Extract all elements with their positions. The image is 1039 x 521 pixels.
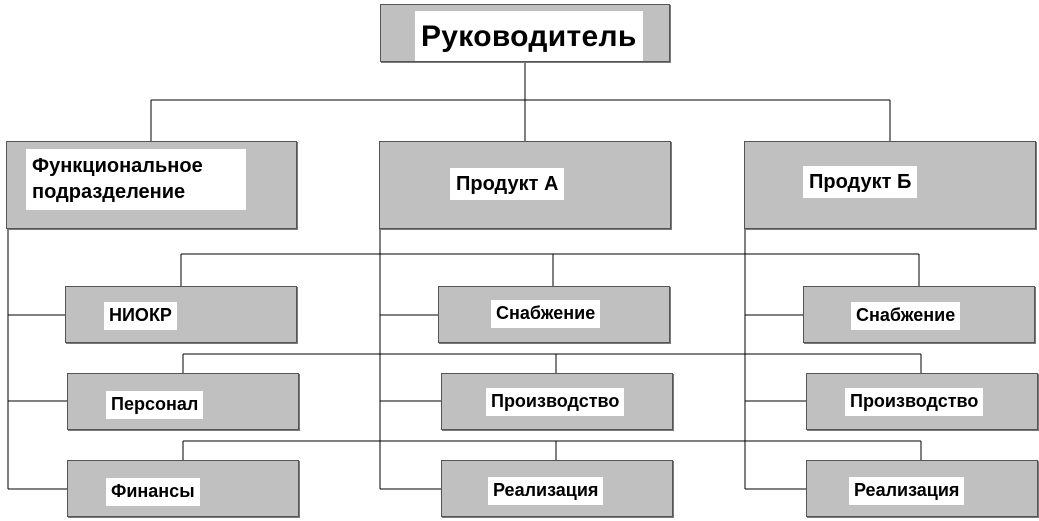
function-box-finance: Финансы — [67, 460, 299, 517]
product-b-sales-box: Реализация — [806, 460, 1038, 517]
function-box-personnel: Персонал — [67, 373, 299, 430]
product-a-supply-label: Снабжение — [491, 300, 601, 328]
functional-division-box: Функциональное подразделение — [6, 141, 297, 229]
product-b-supply-label: Снабжение — [851, 302, 961, 330]
function-label-rnd: НИОКР — [104, 302, 177, 330]
product-a-box: Продукт А — [379, 141, 671, 229]
product-a-sales-box: Реализация — [441, 460, 673, 517]
product-a-production-label: Производство — [486, 388, 625, 416]
product-b-box: Продукт Б — [744, 141, 1036, 229]
product-b-label: Продукт Б — [803, 166, 918, 198]
function-label-finance: Финансы — [106, 478, 200, 506]
product-b-supply-box: Снабжение — [803, 286, 1035, 343]
product-a-label: Продукт А — [450, 168, 565, 200]
product-b-production-box: Производство — [806, 373, 1038, 430]
head-label: Руководитель — [415, 11, 643, 61]
function-label-personnel: Персонал — [106, 391, 204, 419]
product-a-sales-label: Реализация — [488, 477, 604, 505]
function-box-rnd: НИОКР — [65, 286, 297, 343]
product-b-sales-label: Реализация — [849, 477, 965, 505]
functional-division-label: Функциональное подразделение — [26, 149, 246, 210]
product-a-supply-box: Снабжение — [438, 286, 670, 343]
product-b-production-label: Производство — [845, 388, 984, 416]
head-box: Руководитель — [380, 4, 670, 62]
product-a-production-box: Производство — [441, 373, 673, 430]
